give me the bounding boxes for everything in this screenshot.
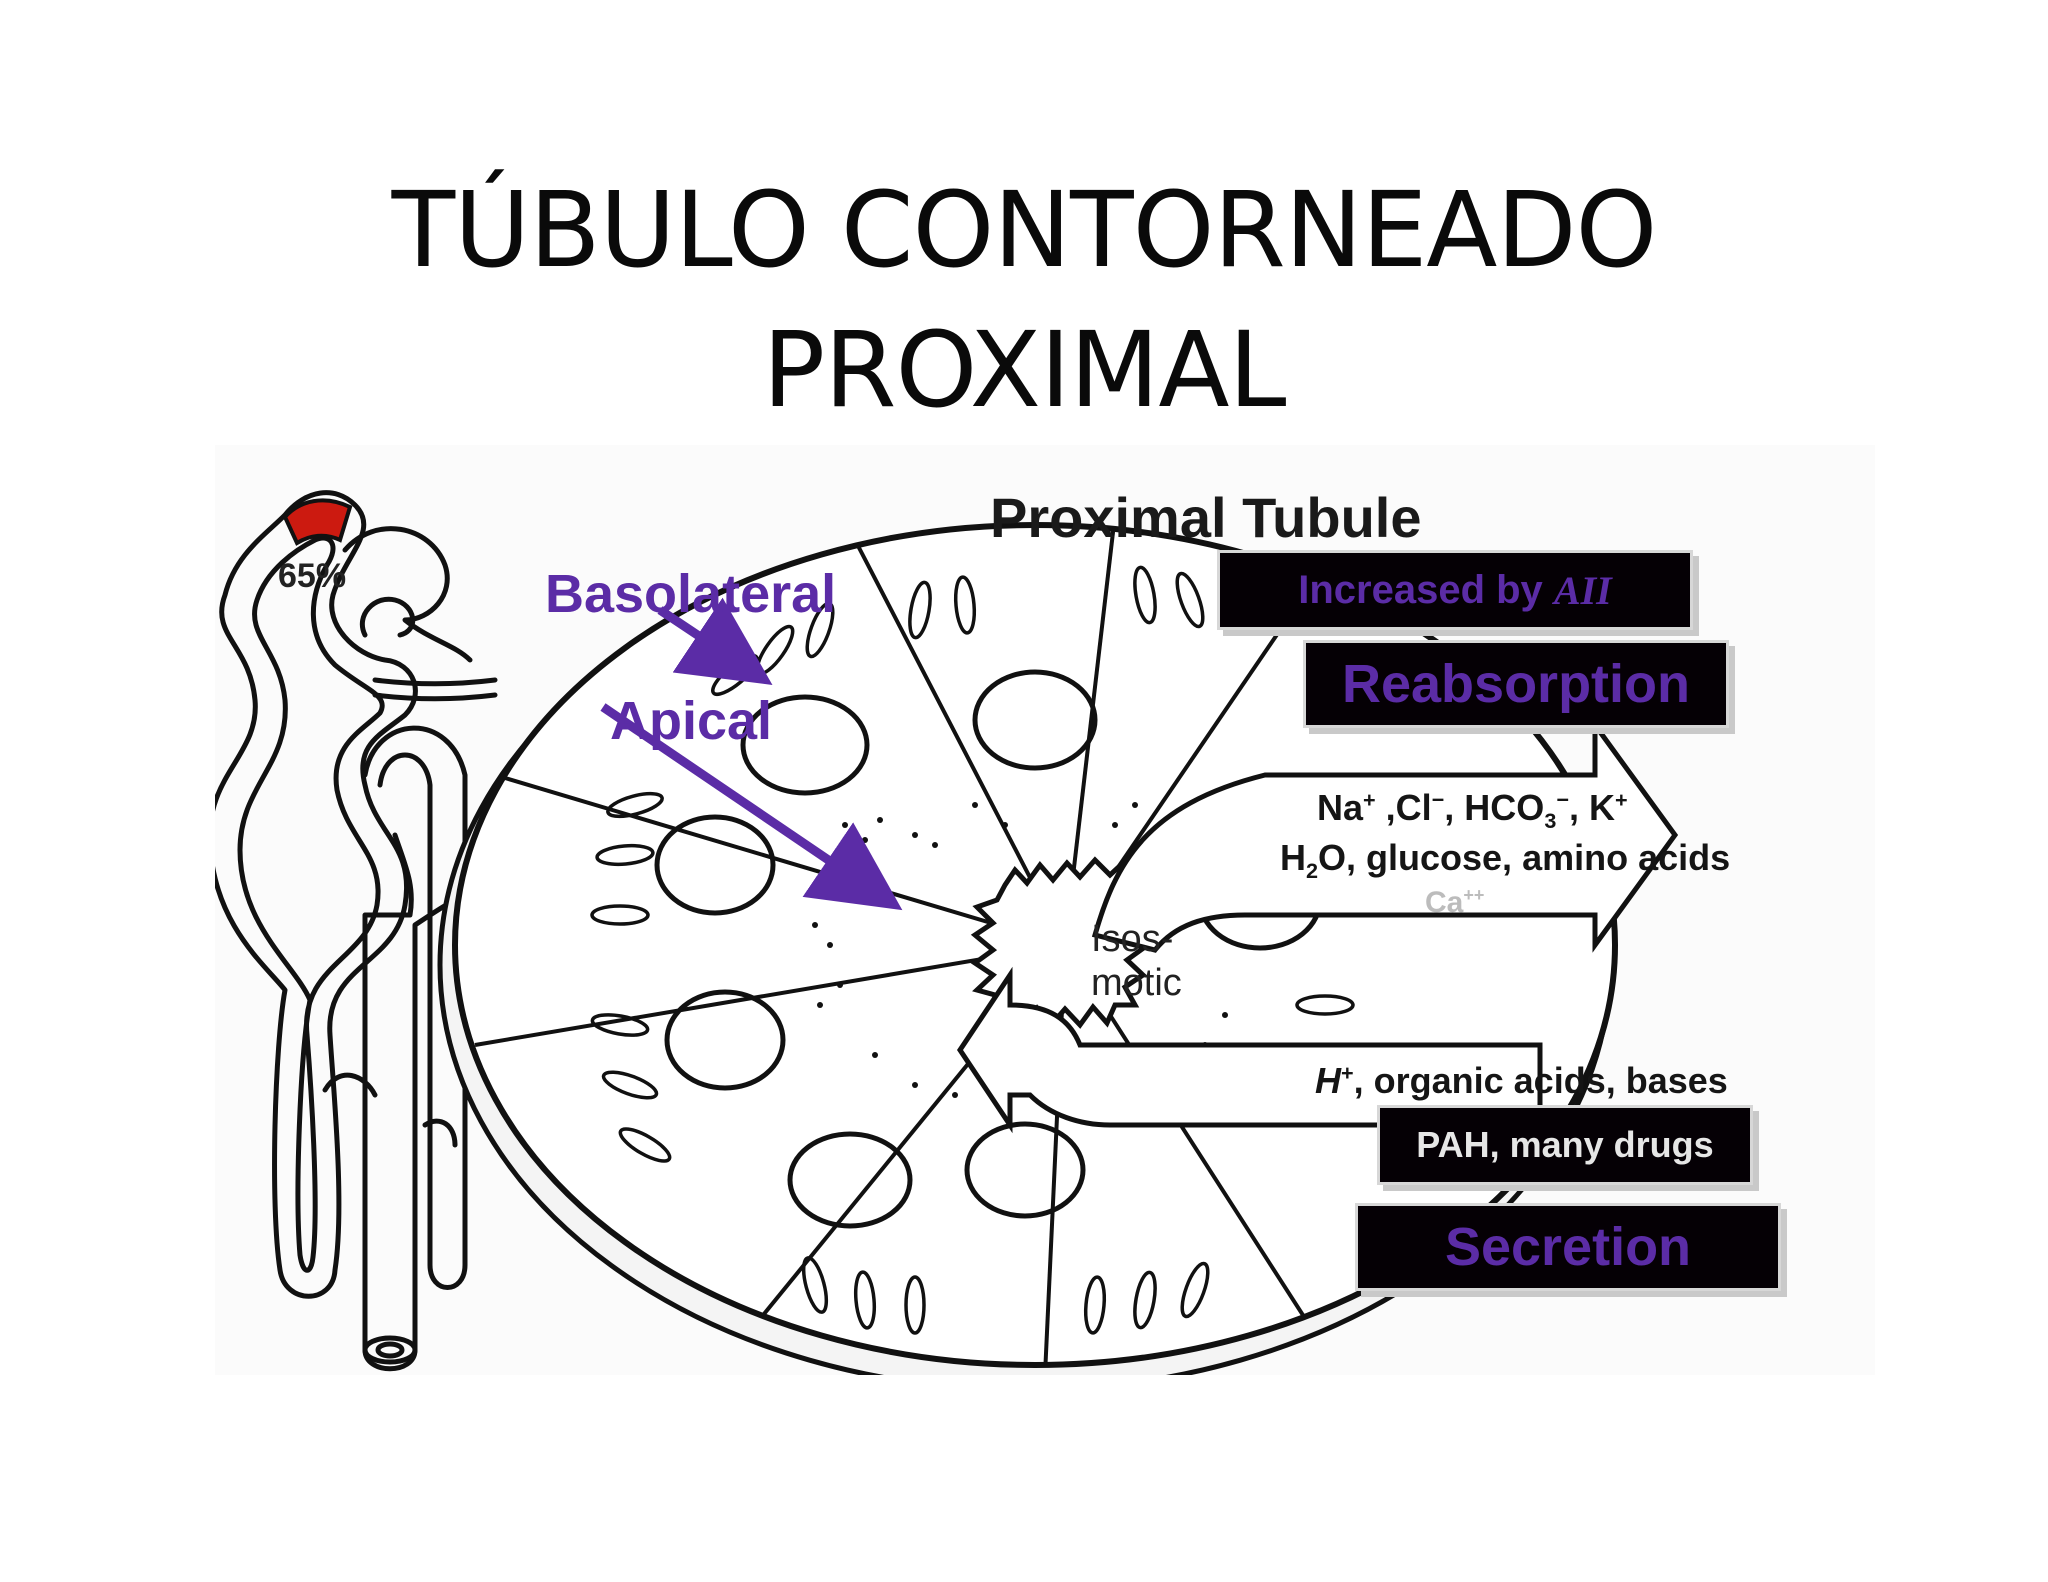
tubule-cross-section	[437, 522, 1679, 1375]
nephron-outer-wall	[215, 490, 418, 1299]
loop-of-henle	[362, 725, 468, 1290]
apical-label: Apical	[610, 691, 773, 751]
reabsorption-arrow	[1091, 717, 1679, 953]
nephron-inner-wall	[237, 535, 385, 1273]
secretion-arrow	[956, 966, 1543, 1134]
collecting-duct-branch	[322, 1072, 458, 1148]
figure-drawing	[215, 490, 1679, 1375]
bowman-capsule	[342, 526, 473, 663]
collecting-duct	[362, 832, 458, 1372]
apical-pointer	[600, 703, 903, 911]
reabsorbed-line-2: H2O, glucose, amino acids	[1280, 837, 1731, 884]
figure-heading: Proximal Tubule	[990, 486, 1422, 549]
angiotensin-label: AII	[1553, 567, 1612, 613]
proximal-tubule-figure: Proximal Tubule 65% Basolateral Apical I…	[215, 445, 1875, 1375]
proximal-segment-highlight	[282, 498, 353, 546]
collecting-duct-opening	[362, 1335, 418, 1365]
afferent-arteriole	[372, 677, 498, 702]
secreted-substances: H+, organic acids, bases	[1315, 1060, 1728, 1101]
title-line-2: PROXIMAL	[762, 309, 1287, 431]
lumen-label: Isos- motic	[1091, 917, 1182, 1005]
title-line-1: TÚBULO CONTORNEADO	[391, 169, 1658, 291]
increased-by-text: Increased by	[1298, 567, 1543, 612]
lumen-label-line-1: Isos-	[1091, 918, 1174, 960]
pah-drugs-box: PAH, many drugs	[1377, 1105, 1753, 1185]
reabsorption-box: Reabsorption	[1303, 640, 1729, 728]
slide-title: TÚBULO CONTORNEADO PROXIMAL	[0, 160, 2048, 440]
secretion-box: Secretion	[1355, 1203, 1781, 1291]
percent-label: 65%	[278, 557, 347, 595]
reabsorbed-line-1: Na+ ,Cl−, HCO3−, K+	[1317, 787, 1628, 834]
increased-by-box: Increased by AII	[1217, 550, 1693, 630]
nephron-diagram	[215, 490, 498, 1372]
calcium-label: Ca++	[1425, 885, 1485, 919]
basolateral-pointer	[657, 597, 773, 685]
lumen-label-line-2: motic	[1091, 962, 1182, 1004]
basolateral-label: Basolateral	[545, 564, 837, 624]
